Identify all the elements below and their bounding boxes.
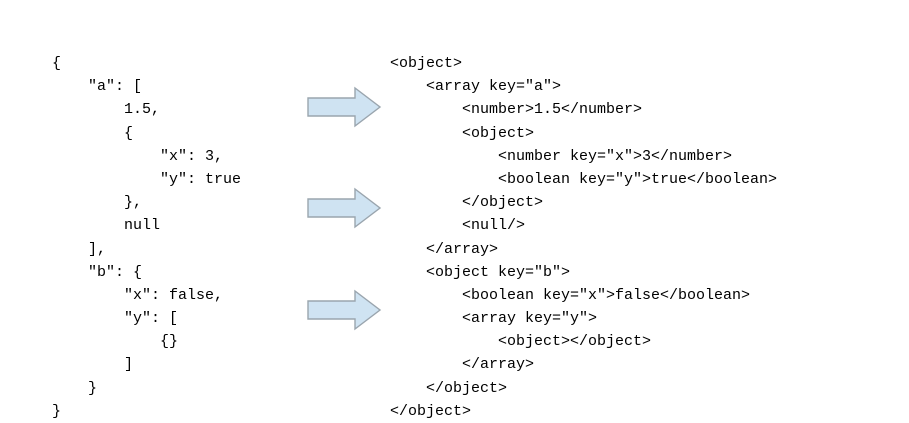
xml-line: </array> (390, 356, 535, 374)
json-line: }, (52, 194, 143, 212)
json-line: "x": 3, (52, 147, 224, 165)
json-line: ], (52, 240, 107, 258)
json-line: "y": true (52, 170, 242, 188)
xml-line: <object> (390, 124, 535, 142)
xml-line: <object key="b"> (390, 263, 571, 281)
json-line: ] (52, 356, 134, 374)
json-line: "a": [ (52, 78, 143, 96)
xml-line: <array key="y"> (390, 310, 598, 328)
json-line: {} (52, 333, 179, 351)
json-line: 1.5, (52, 101, 161, 119)
xml-line: <number key="x">3</number> (390, 147, 733, 165)
right-arrow-icon (307, 86, 382, 128)
right-arrow-icon (307, 187, 382, 229)
xml-line: <number>1.5</number> (390, 101, 643, 119)
xml-line: </array> (390, 240, 499, 258)
right-arrow-icon (307, 289, 382, 331)
xml-line: <object> (390, 55, 463, 72)
json-source-block: { "a": [ 1.5, { "x": 3, "y": true }, nul… (52, 52, 241, 423)
xml-line: </object> (390, 379, 508, 397)
xml-line: </object> (390, 194, 544, 212)
xml-code: <object> <array key="a"> <number>1.5</nu… (390, 52, 777, 423)
json-line: null (52, 217, 161, 235)
xml-line: <array key="a"> (390, 78, 562, 96)
json-line: { (52, 55, 62, 72)
xml-line: <boolean key="x">false</boolean> (390, 286, 751, 304)
json-code: { "a": [ 1.5, { "x": 3, "y": true }, nul… (52, 52, 241, 423)
xml-line: <object></object> (390, 333, 652, 351)
xml-result-block: <object> <array key="a"> <number>1.5</nu… (390, 52, 777, 423)
json-line: "b": { (52, 263, 143, 281)
figure-canvas: { "a": [ 1.5, { "x": 3, "y": true }, nul… (52, 55, 777, 420)
json-line: } (52, 402, 62, 420)
json-line: { (52, 124, 134, 142)
xml-line: <null/> (390, 217, 526, 235)
json-line: } (52, 379, 98, 397)
json-line: "y": [ (52, 310, 179, 328)
json-line: "x": false, (52, 286, 224, 304)
xml-line: </object> (390, 402, 472, 420)
xml-line: <boolean key="y">true</boolean> (390, 170, 778, 188)
